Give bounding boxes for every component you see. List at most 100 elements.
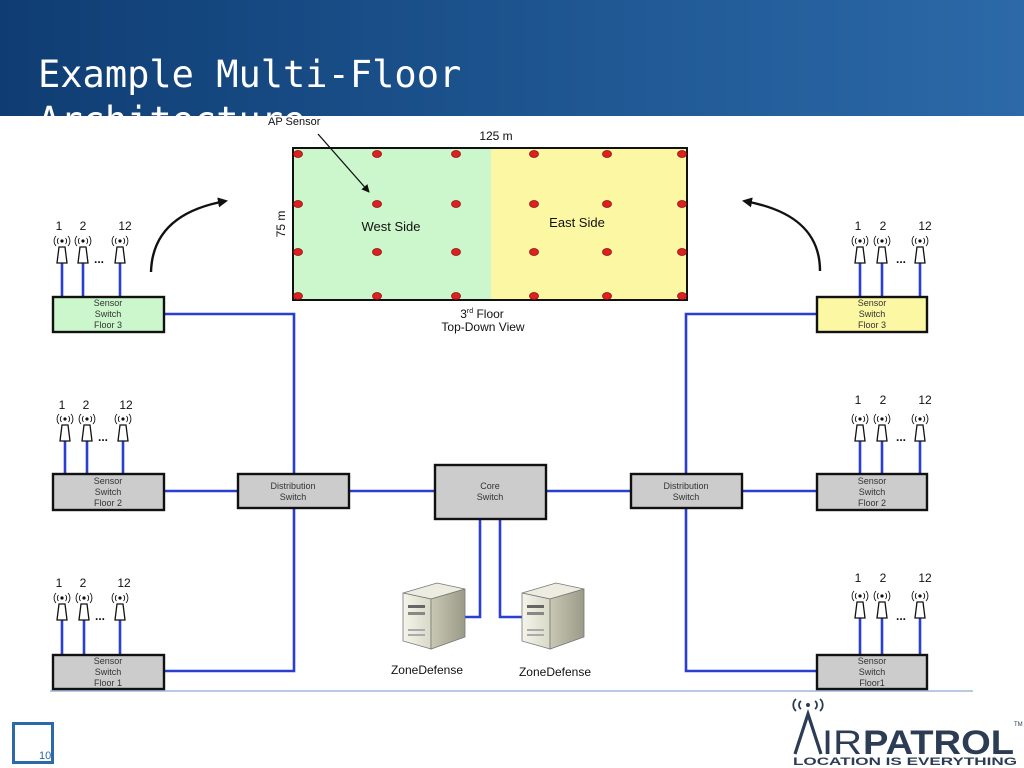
logo-brand-patrol: PATROL	[863, 724, 1014, 762]
slide-title: Example Multi-Floor Architecture	[38, 53, 462, 116]
link-lines	[60, 262, 922, 673]
sensor-wires-right-1	[858, 618, 922, 655]
svg-text:Switch: Switch	[477, 492, 504, 502]
logo-brand-ir: IR	[822, 724, 862, 762]
core-switch: Core Switch	[433, 463, 548, 521]
link-r3-dist	[684, 312, 817, 491]
svg-text:Sensor: Sensor	[94, 476, 123, 486]
network-diagram: 125 m 75 m West Side East Side 3rd Floor…	[50, 116, 973, 692]
floor-height-label: 75 m	[274, 211, 288, 238]
sensor-wires-right-2	[858, 441, 922, 474]
ap-sensor-icon	[873, 235, 891, 264]
svg-text:ZoneDefense: ZoneDefense	[391, 663, 463, 677]
svg-text:Switch: Switch	[859, 309, 886, 319]
sensor-wires-left-2	[63, 441, 125, 474]
svg-text:1: 1	[855, 393, 862, 407]
ap-sensor-icon	[873, 413, 891, 442]
svg-text:Floor 2: Floor 2	[94, 498, 122, 508]
airpatrol-logo: IR PATROL TM LOCATION IS EVERYTHING	[792, 698, 1023, 768]
sensor-switch-left-floor3: Sensor Switch Floor 3	[51, 295, 166, 334]
svg-text:Core: Core	[480, 481, 500, 491]
sensor-group-right-floor3: 1 2 12 ...	[851, 219, 932, 266]
sensor-switch-left-floor2: Sensor Switch Floor 2	[51, 472, 166, 512]
svg-text:Switch: Switch	[95, 309, 122, 319]
svg-text:...: ...	[896, 252, 906, 266]
ap-sensor-pointer-label: AP Sensor	[268, 116, 321, 128]
ap-sensor-icon	[75, 592, 93, 621]
view-caption: Top-Down View	[441, 320, 524, 334]
svg-text:Sensor: Sensor	[858, 476, 887, 486]
svg-text:...: ...	[896, 430, 906, 444]
ap-sensor-icon	[56, 413, 74, 442]
svg-text:Switch: Switch	[95, 487, 122, 497]
svg-text:1: 1	[855, 571, 862, 585]
svg-text:Switch: Switch	[280, 492, 307, 502]
svg-text:...: ...	[94, 252, 104, 266]
sensor-group-right-floor2: 1 2 12 ...	[851, 393, 932, 444]
svg-text:1: 1	[855, 219, 862, 233]
link-l3-dist	[165, 312, 296, 491]
link-l1-dist	[165, 508, 296, 673]
svg-text:Sensor: Sensor	[858, 656, 887, 666]
svg-text:Switch: Switch	[859, 667, 886, 677]
ap-sensor-icon	[851, 590, 869, 619]
sensor-switch-left-floor1: Sensor Switch Floor 1	[51, 653, 166, 691]
ap-sensor-icon	[851, 413, 869, 442]
floor-plan: 125 m 75 m West Side East Side 3rd Floor…	[268, 116, 688, 334]
logo-tagline: LOCATION IS EVERYTHING	[793, 756, 1017, 768]
ap-sensor-icon	[53, 592, 71, 621]
svg-text:Distribution: Distribution	[663, 481, 708, 491]
link-core-server1	[465, 520, 482, 619]
ap-sensor-dots	[293, 150, 687, 300]
sensor-group-left-floor2: 1 2 12 ...	[56, 398, 133, 444]
sensor-wires-left-1	[60, 620, 122, 655]
ap-sensor-icon	[911, 590, 929, 619]
svg-text:2: 2	[80, 219, 87, 233]
svg-text:Floor1: Floor1	[859, 678, 885, 688]
svg-text:2: 2	[80, 576, 87, 590]
west-side-label: West Side	[361, 219, 420, 234]
floor-caption: 3rd Floor	[460, 307, 504, 321]
svg-text:...: ...	[98, 430, 108, 444]
svg-text:...: ...	[896, 609, 906, 623]
distribution-switch-left: Distribution Switch	[236, 472, 351, 510]
logo-trademark: TM	[1014, 722, 1023, 728]
ap-sensor-icon	[911, 235, 929, 264]
svg-text:Sensor: Sensor	[94, 656, 123, 666]
svg-text:2: 2	[880, 219, 887, 233]
svg-text:12: 12	[918, 571, 932, 585]
arrow-left-curve	[149, 197, 228, 273]
svg-text:Floor 2: Floor 2	[858, 498, 886, 508]
ap-sensor-pointer	[317, 133, 370, 193]
svg-text:Floor 3: Floor 3	[94, 320, 122, 330]
zonedefense-server-2: ZoneDefense	[519, 582, 591, 679]
title-banner: Example Multi-Floor Architecture	[0, 0, 1024, 116]
logo-a-glyph	[793, 708, 823, 755]
svg-text:Floor 1: Floor 1	[94, 678, 122, 688]
slide-number-box: 10	[12, 722, 54, 764]
svg-text:Switch: Switch	[95, 667, 122, 677]
ap-sensor-icon	[851, 235, 869, 264]
ap-sensor-icon	[74, 235, 92, 264]
svg-text:12: 12	[117, 576, 131, 590]
svg-text:Switch: Switch	[859, 487, 886, 497]
link-r1-dist	[684, 508, 817, 673]
sensor-group-right-floor1: 1 2 12 ...	[851, 571, 932, 623]
sensor-switch-right-floor1: Sensor Switch Floor1	[815, 653, 929, 691]
svg-text:Sensor: Sensor	[858, 298, 887, 308]
sensor-wires-right-3	[858, 263, 922, 297]
slide-number: 10	[39, 750, 52, 762]
sensor-group-left-floor3: 1 2 12 ...	[53, 219, 132, 266]
svg-text:Distribution: Distribution	[270, 481, 315, 491]
svg-text:12: 12	[918, 393, 932, 407]
sensor-wires-left-3	[60, 262, 122, 297]
ap-sensor-icon	[911, 413, 929, 442]
svg-text:12: 12	[119, 398, 133, 412]
arrow-right-curve	[742, 197, 822, 272]
distribution-switch-right: Distribution Switch	[629, 472, 744, 510]
floor-width-label: 125 m	[479, 129, 512, 143]
east-side-label: East Side	[549, 215, 605, 230]
ap-sensor-icon	[873, 590, 891, 619]
svg-text:2: 2	[83, 398, 90, 412]
svg-text:2: 2	[880, 571, 887, 585]
